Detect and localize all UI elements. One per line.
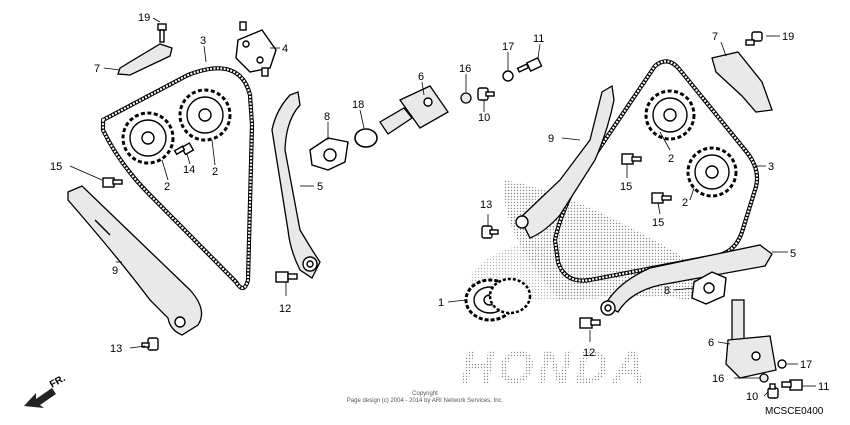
cam-chain-right (552, 59, 760, 283)
bolt-11-upper (516, 56, 543, 73)
cam-sprocket-left-exhaust (121, 111, 175, 165)
callout-11-lower: 11 (818, 381, 829, 393)
bolt-15-right-lower (651, 192, 672, 204)
diagram-code: MCSCE0400 (765, 406, 824, 417)
washer-16-upper (460, 92, 472, 104)
front-direction-indicator: FR. (24, 373, 68, 408)
cam-sprocket-right-upper (644, 89, 696, 141)
callout-3-right: 3 (768, 161, 774, 173)
callout-7-right: 7 (712, 31, 718, 43)
washer-16-lower (759, 373, 769, 383)
callout-15-right-a: 15 (620, 181, 632, 193)
callout-15-right-b: 15 (652, 217, 664, 229)
bolt-11-lower (781, 379, 803, 391)
chain-guide-plate (235, 21, 277, 77)
bolt-10-upper (477, 87, 495, 101)
callout-2-left-b: 2 (212, 166, 218, 178)
front-label: FR. (48, 373, 68, 391)
callout-2-left-a: 2 (164, 181, 170, 193)
bolt-15-right-upper (621, 153, 642, 165)
bolt-12-left (275, 271, 298, 283)
bolt-13-left (141, 337, 159, 351)
callout-16-lower: 16 (712, 373, 724, 385)
callout-19-left: 19 (138, 12, 150, 24)
chain-guide-upper-left (117, 43, 173, 76)
cam-sprocket-left-intake (178, 88, 232, 142)
crank-sprocket (464, 277, 532, 322)
callout-17-upper: 17 (502, 41, 514, 53)
callout-15-left: 15 (50, 161, 62, 173)
chain-guide-right (515, 84, 615, 239)
gasket-right (691, 271, 727, 305)
copyright-title: Copyright (412, 391, 438, 397)
callout-13-right: 13 (480, 199, 492, 211)
callout-17-lower: 17 (800, 359, 812, 371)
chain-guide-left-vertical (271, 91, 321, 279)
callout-3-left: 3 (200, 35, 206, 47)
callout-11-upper: 11 (533, 33, 544, 45)
callout-16-upper: 16 (459, 63, 471, 75)
callout-18: 18 (352, 99, 364, 111)
callout-7-left: 7 (94, 63, 100, 75)
tensioner-lifter-lower (725, 299, 777, 379)
callout-10-lower: 10 (746, 391, 758, 403)
bolt-10-lower (767, 383, 779, 399)
bolt-12-right (579, 317, 601, 329)
callout-8-left: 8 (324, 111, 330, 123)
callout-9-left: 9 (112, 265, 118, 277)
callout-4: 4 (282, 43, 288, 55)
callout-10-upper: 10 (478, 112, 490, 124)
callout-13-left: 13 (110, 343, 122, 355)
bolt-14 (173, 142, 195, 156)
callout-2-right-b: 2 (682, 197, 688, 209)
tensioner-lifter-upper (379, 85, 449, 135)
washer-17-upper (502, 70, 514, 82)
callout-8-right: 8 (664, 285, 670, 297)
gasket-left (309, 137, 349, 171)
o-ring-18 (354, 128, 378, 148)
front-arrow-icon (24, 388, 56, 408)
callout-9-right: 9 (548, 133, 554, 145)
bolt-19-right (745, 31, 763, 46)
callout-19-right: 19 (782, 31, 794, 43)
washer-17-lower (777, 359, 787, 369)
chain-guide-right-lower (600, 244, 773, 316)
callout-14: 14 (183, 164, 195, 176)
callout-12-right: 12 (583, 347, 595, 359)
callout-2-right-a: 2 (668, 153, 674, 165)
bolt-13-right (481, 225, 499, 239)
honda-wordmark: HONDA (461, 341, 650, 393)
tensioner-arm-left (67, 185, 203, 336)
cam-chain-left (100, 66, 255, 291)
callout-5-right: 5 (790, 248, 796, 260)
callouts: 19 7 3 4 15 14 2 2 5 9 13 12 8 18 6 16 1 (50, 12, 829, 403)
bolt-19-left (157, 23, 167, 43)
copyright-notice: Page design (c) 2004 - 2014 by ARI Netwo… (347, 398, 504, 404)
callout-1: 1 (438, 297, 444, 309)
chain-guide-upper-right (711, 51, 773, 113)
callout-12-left: 12 (279, 303, 291, 315)
callout-6-lower: 6 (708, 337, 714, 349)
callout-6-upper: 6 (418, 71, 424, 83)
cam-sprocket-right-lower (686, 146, 738, 198)
bolt-15-left (102, 177, 123, 188)
callout-5-left: 5 (317, 181, 323, 193)
